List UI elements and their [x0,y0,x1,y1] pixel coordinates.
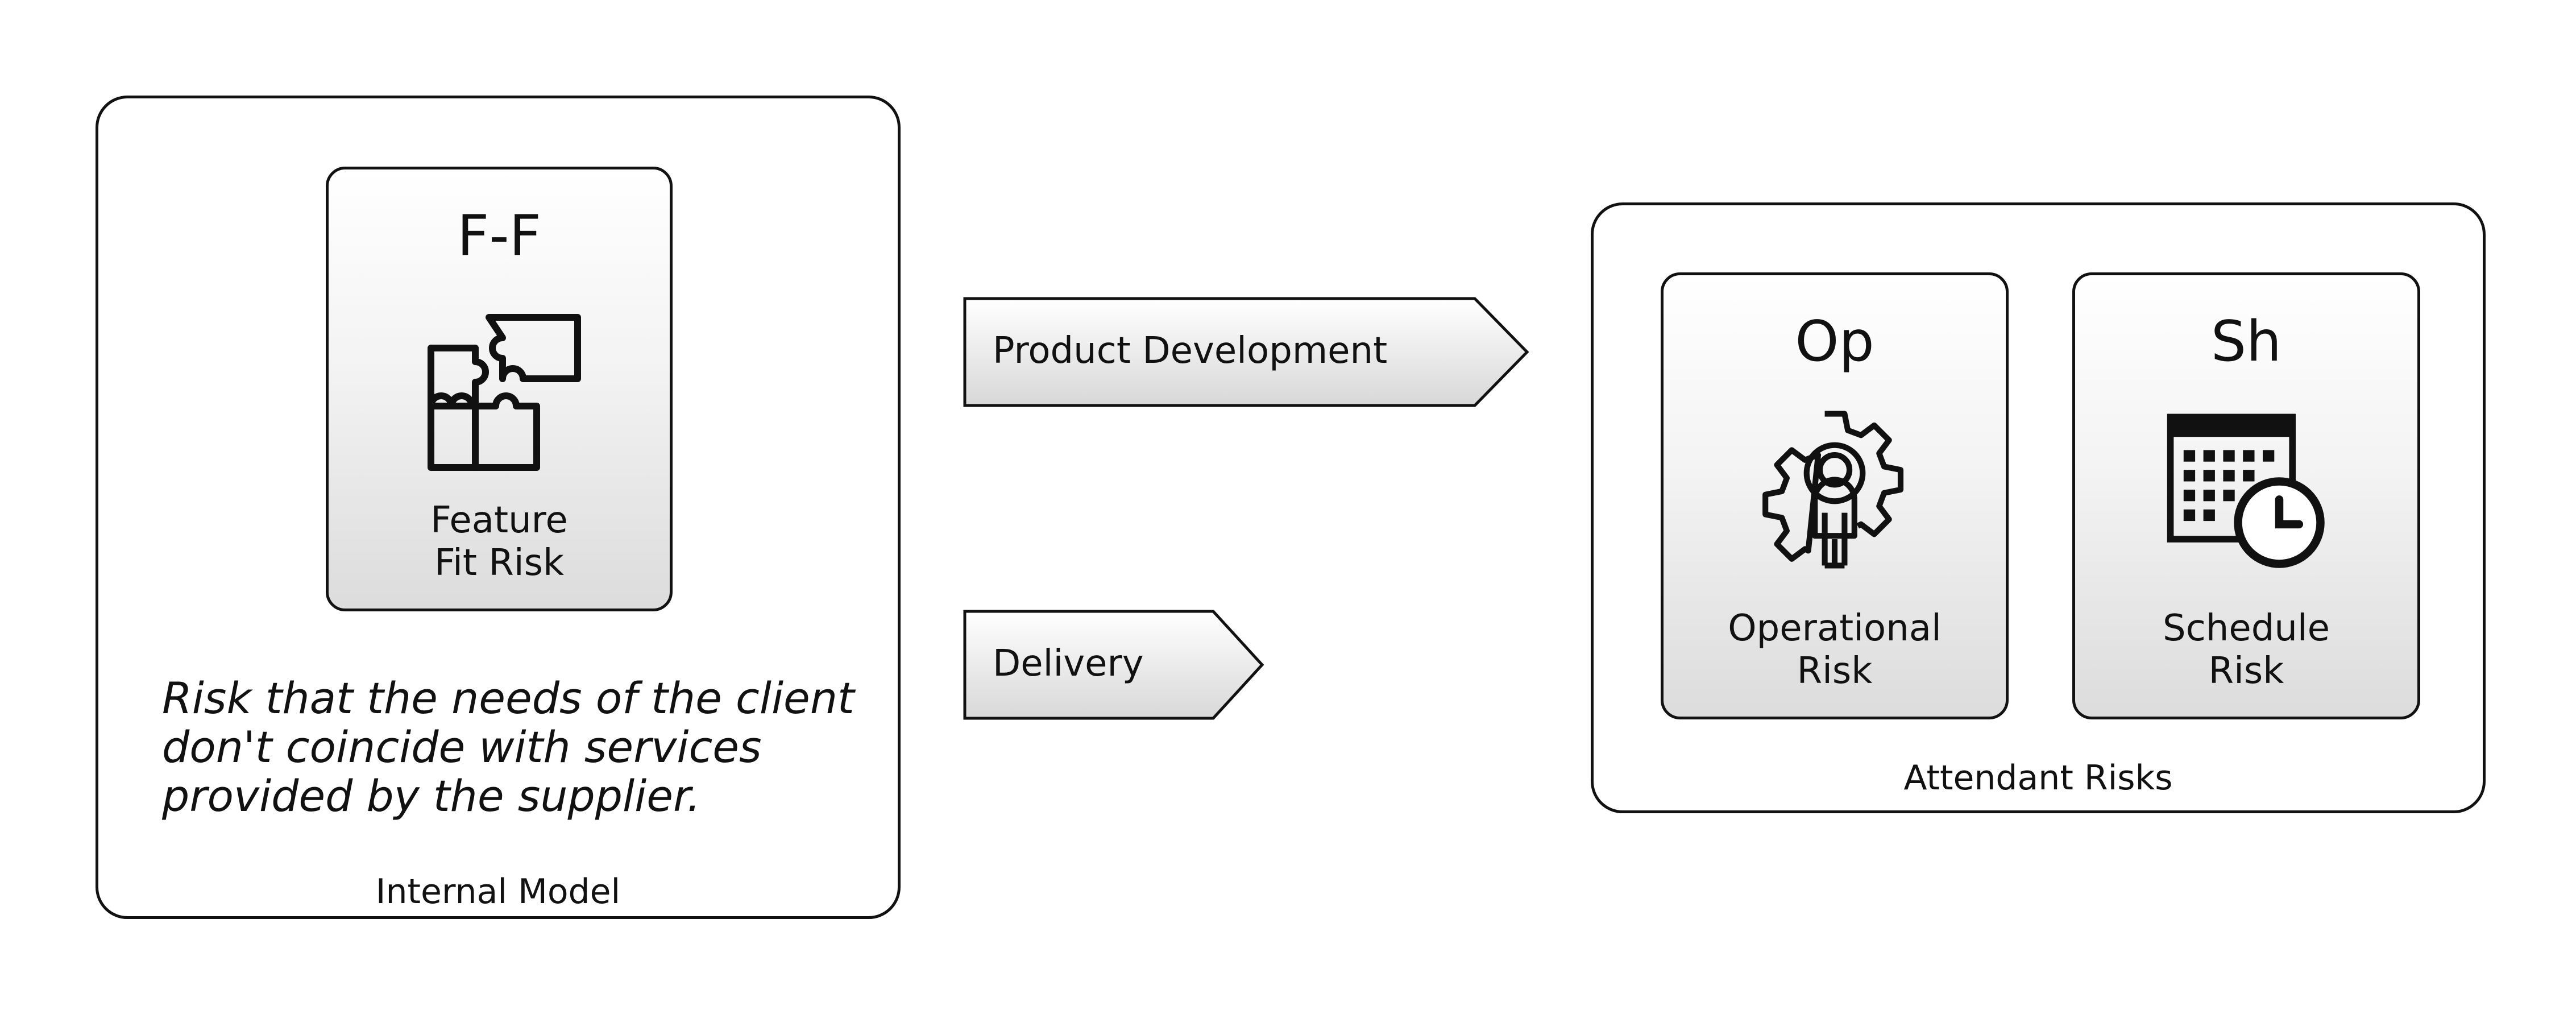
risk-description: Risk that the needs of the client don't … [162,673,854,821]
schedule-risk-card: Sh Schedule Risk [2072,272,2420,719]
calendar-clock-icon [2164,407,2329,572]
puzzle-pieces-icon [414,300,584,471]
product-development-arrow: Product Development [963,297,1529,407]
container-caption: Internal Model [375,872,621,912]
card-name: Feature Fit Risk [430,499,568,584]
arrow-label: Product Development [993,330,1388,372]
operational-risk-card: Op Operational Risk [1661,272,2009,719]
feature-fit-risk-card: F-F Feature Fit Risk [326,167,673,611]
card-name: Operational Risk [1728,607,1942,692]
card-abbreviation: Sh [2210,309,2282,374]
arrow-label: Delivery [993,643,1144,685]
delivery-arrow: Delivery [963,610,1264,720]
card-name: Schedule Risk [2162,607,2330,692]
internal-model-container: F-F Feature Fit Risk Risk that the needs… [96,96,901,919]
card-abbreviation: F-F [457,204,542,268]
card-abbreviation: Op [1795,309,1874,374]
container-caption: Attendant Risks [1903,758,2173,798]
attendant-risks-container: Op Operational Risk Sh [1591,202,2486,813]
gear-person-icon [1752,407,1917,572]
